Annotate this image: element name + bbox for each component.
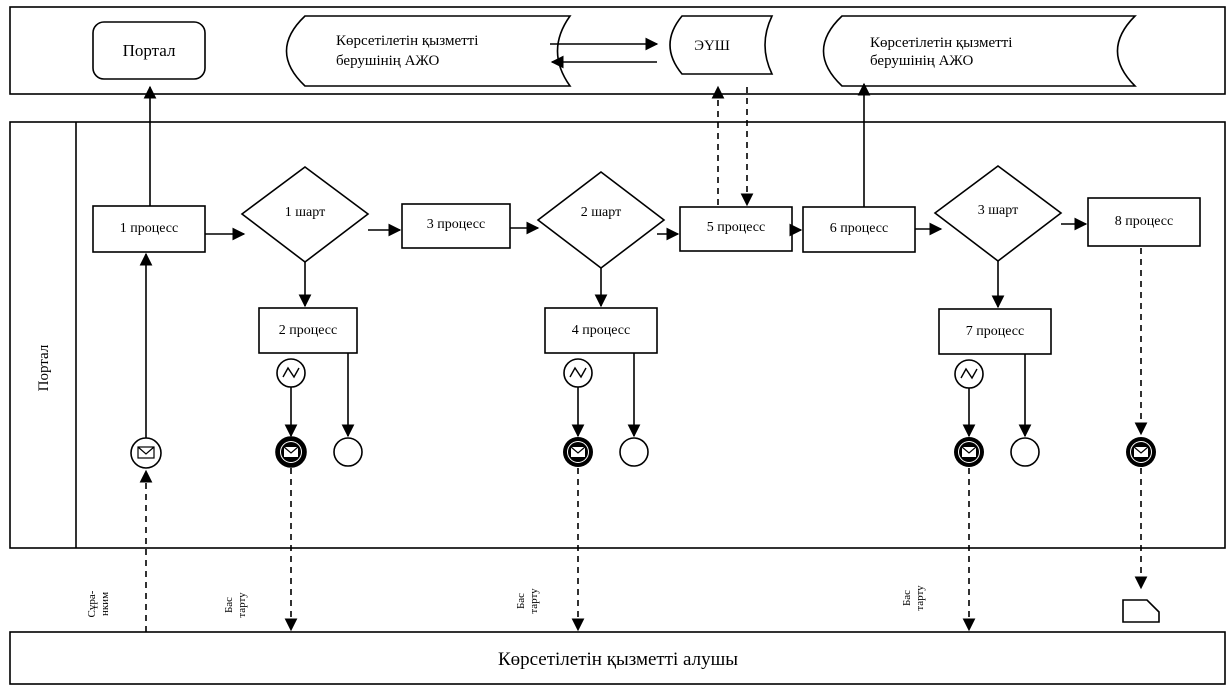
ajo-left-line1: Көрсетілетін қызметті [336,33,478,49]
request-label-line1: Сұра- [86,590,98,617]
timer-event-2 [276,358,306,388]
process-3-label: 3 процесс [427,217,485,232]
process-2-label: 2 процесс [279,323,337,338]
request-label-line2: нким [99,592,111,616]
portal-lane-label: Портал [36,344,52,391]
envelope-icon [1134,447,1148,457]
envelope-icon [284,447,298,457]
document-icon [1122,599,1160,623]
receiver-lane [9,631,1226,685]
eush-storage: ЭҮШ [669,15,774,75]
end-event-2 [333,437,363,467]
portal-terminal-label: Портал [123,41,176,60]
process-5-label: 5 процесс [707,220,765,235]
signal-wave-icon [960,367,978,380]
ajo-right-line1: Көрсетілетін қызметті [870,35,1012,51]
end-event-7 [1010,437,1040,467]
signal-wave-icon [282,366,300,379]
ajo-storage-left: Көрсетілетін қызметті берушінің АЖО [285,15,572,87]
signal-wave-icon [569,366,587,379]
envelope-icon [962,447,976,457]
process-7-label: 7 процесс [966,324,1024,339]
message-end-event-2 [275,436,307,468]
condition-3-label: 3 шарт [978,203,1018,218]
message-end-event-4 [563,437,593,467]
portal-terminal: Портал [92,21,206,80]
receiver-label: Көрсетілетін қызметті алушы [498,649,738,670]
condition-1-label: 1 шарт [285,205,325,220]
process-3: 3 процесс [401,203,511,249]
process-1-label: 1 процесс [120,221,178,236]
timer-event-7 [954,359,984,389]
process-6: 6 процесс [802,206,916,253]
refusal-c-line2: тарту [914,585,926,611]
process-6-label: 6 процесс [830,221,888,236]
message-end-event-8 [1126,437,1156,467]
process-7: 7 процесс [938,308,1052,355]
process-5: 5 процесс [679,206,793,252]
refusal-c-line1: Бас [901,590,913,606]
ajo-storage-right: Көрсетілетін қызметті берушінің АЖО [822,15,1137,87]
condition-2-label: 2 шарт [581,205,621,220]
timer-event-4 [563,358,593,388]
process-8: 8 процесс [1087,197,1201,247]
end-event-4 [619,437,649,467]
condition-2: 2 шарт [536,170,666,270]
eush-label: ЭҮШ [694,38,730,54]
refusal-b-line2: тарту [528,588,540,614]
message-end-event-7 [954,437,984,467]
refusal-a-line2: тарту [236,592,248,618]
process-1: 1 процесс [92,205,206,253]
refusal-b-line1: Бас [515,593,527,609]
envelope-icon [571,447,585,457]
ajo-right-line2: берушінің АЖО [870,53,973,69]
ajo-left-line2: берушінің АЖО [336,53,439,69]
refusal-a-line1: Бас [223,597,235,613]
condition-1: 1 шарт [240,166,370,264]
envelope-icon [137,446,155,459]
message-start-event [130,437,162,469]
process-8-label: 8 процесс [1115,214,1173,229]
process-4-label: 4 процесс [572,323,630,338]
process-4: 4 процесс [544,307,658,354]
process-2: 2 процесс [258,307,358,354]
